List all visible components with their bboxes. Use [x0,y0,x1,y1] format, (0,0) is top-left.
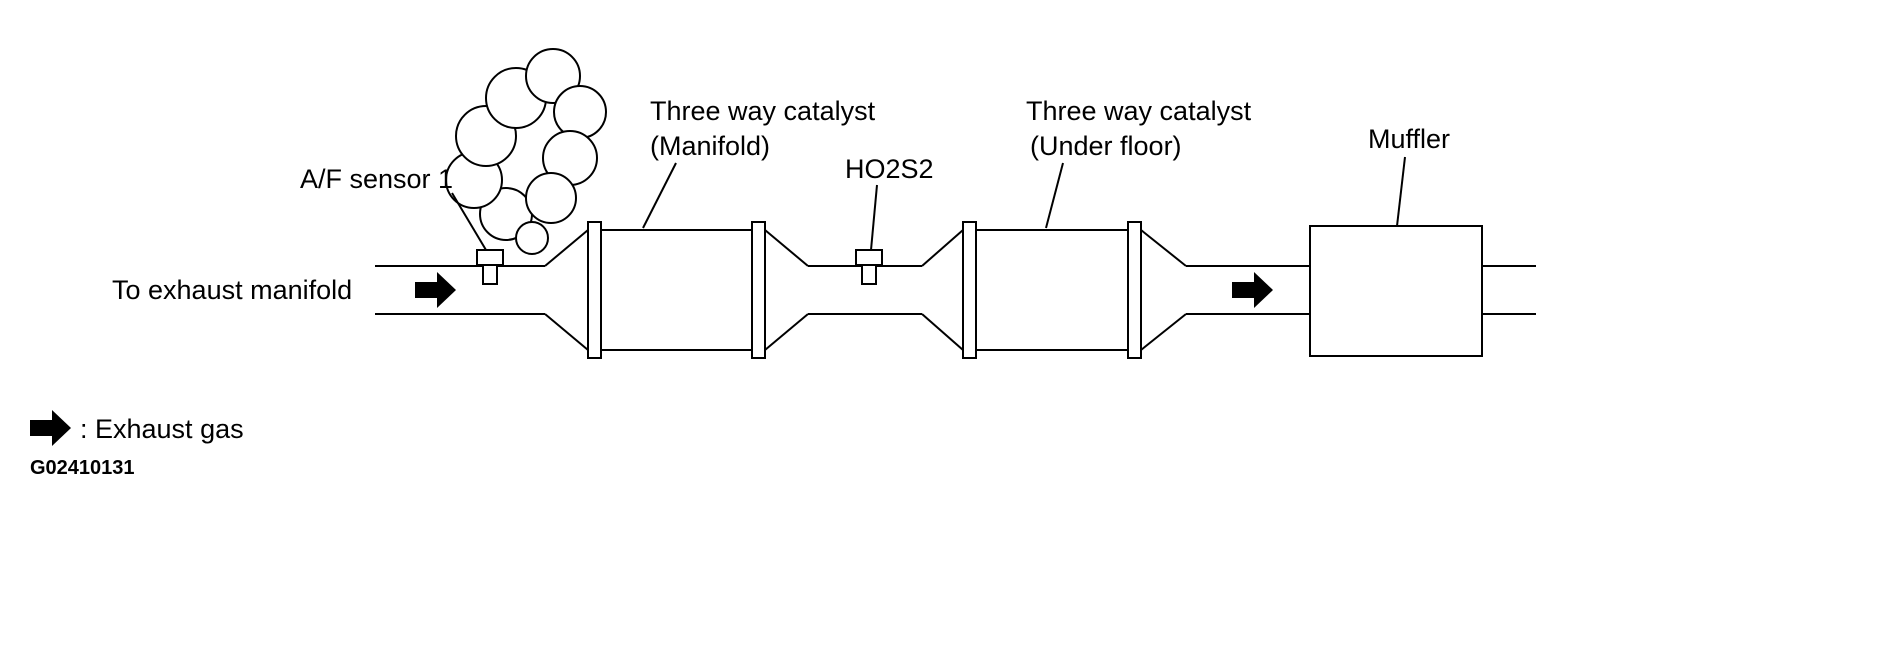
catalyst-underfloor-flange-left [962,221,977,359]
af-sensor-label: A/F sensor 1 [300,164,453,194]
twc-manifold-label-line2: (Manifold) [650,131,770,161]
catalyst-manifold-body [600,229,753,351]
figure-id: G02410131 [30,457,135,479]
middle-pipe [808,229,964,351]
flow-arrow-2 [1232,272,1273,308]
twc-underfloor-label-line2: (Under floor) [1030,131,1182,161]
af-sensor [476,249,504,285]
ho2s2-sensor [855,249,883,285]
exhaust-gas-arrow-icon [30,410,71,446]
muffler-leader [1396,156,1406,227]
outlet-pipe [1482,265,1536,315]
twc-manifold-leader [642,162,677,229]
catalyst-underfloor-body [975,229,1129,351]
catalyst-manifold [587,221,809,359]
ho2s2-label: HO2S2 [845,154,934,184]
catalyst-underfloor [962,221,1187,359]
muffler-inlet-pipe [1186,265,1310,315]
catalyst-manifold-flange-right [751,221,766,359]
af-sensor-cap [476,249,504,266]
flow-arrow-1 [415,272,456,308]
catalyst-manifold-flange-left [587,221,602,359]
legend-text: : Exhaust gas [80,414,244,444]
legend: : Exhaust gas [30,410,244,446]
inlet-label: To exhaust manifold [112,275,352,305]
ho2s2-sensor-stem [861,263,877,285]
af-sensor-leader [451,192,487,251]
twc-underfloor-leader [1045,162,1064,229]
smoke-cloud-icon [445,48,607,255]
twc-manifold-label-line1: Three way catalyst [650,96,876,126]
leader-lines [451,156,1406,251]
af-sensor-stem [482,263,498,285]
inlet-pipe [375,229,589,351]
twc-underfloor-label-line1: Three way catalyst [1026,96,1252,126]
ho2s2-sensor-cap [855,249,883,266]
muffler-label: Muffler [1368,124,1450,154]
ho2s2-leader [870,184,878,251]
muffler-box [1309,225,1483,357]
catalyst-underfloor-flange-right [1127,221,1142,359]
